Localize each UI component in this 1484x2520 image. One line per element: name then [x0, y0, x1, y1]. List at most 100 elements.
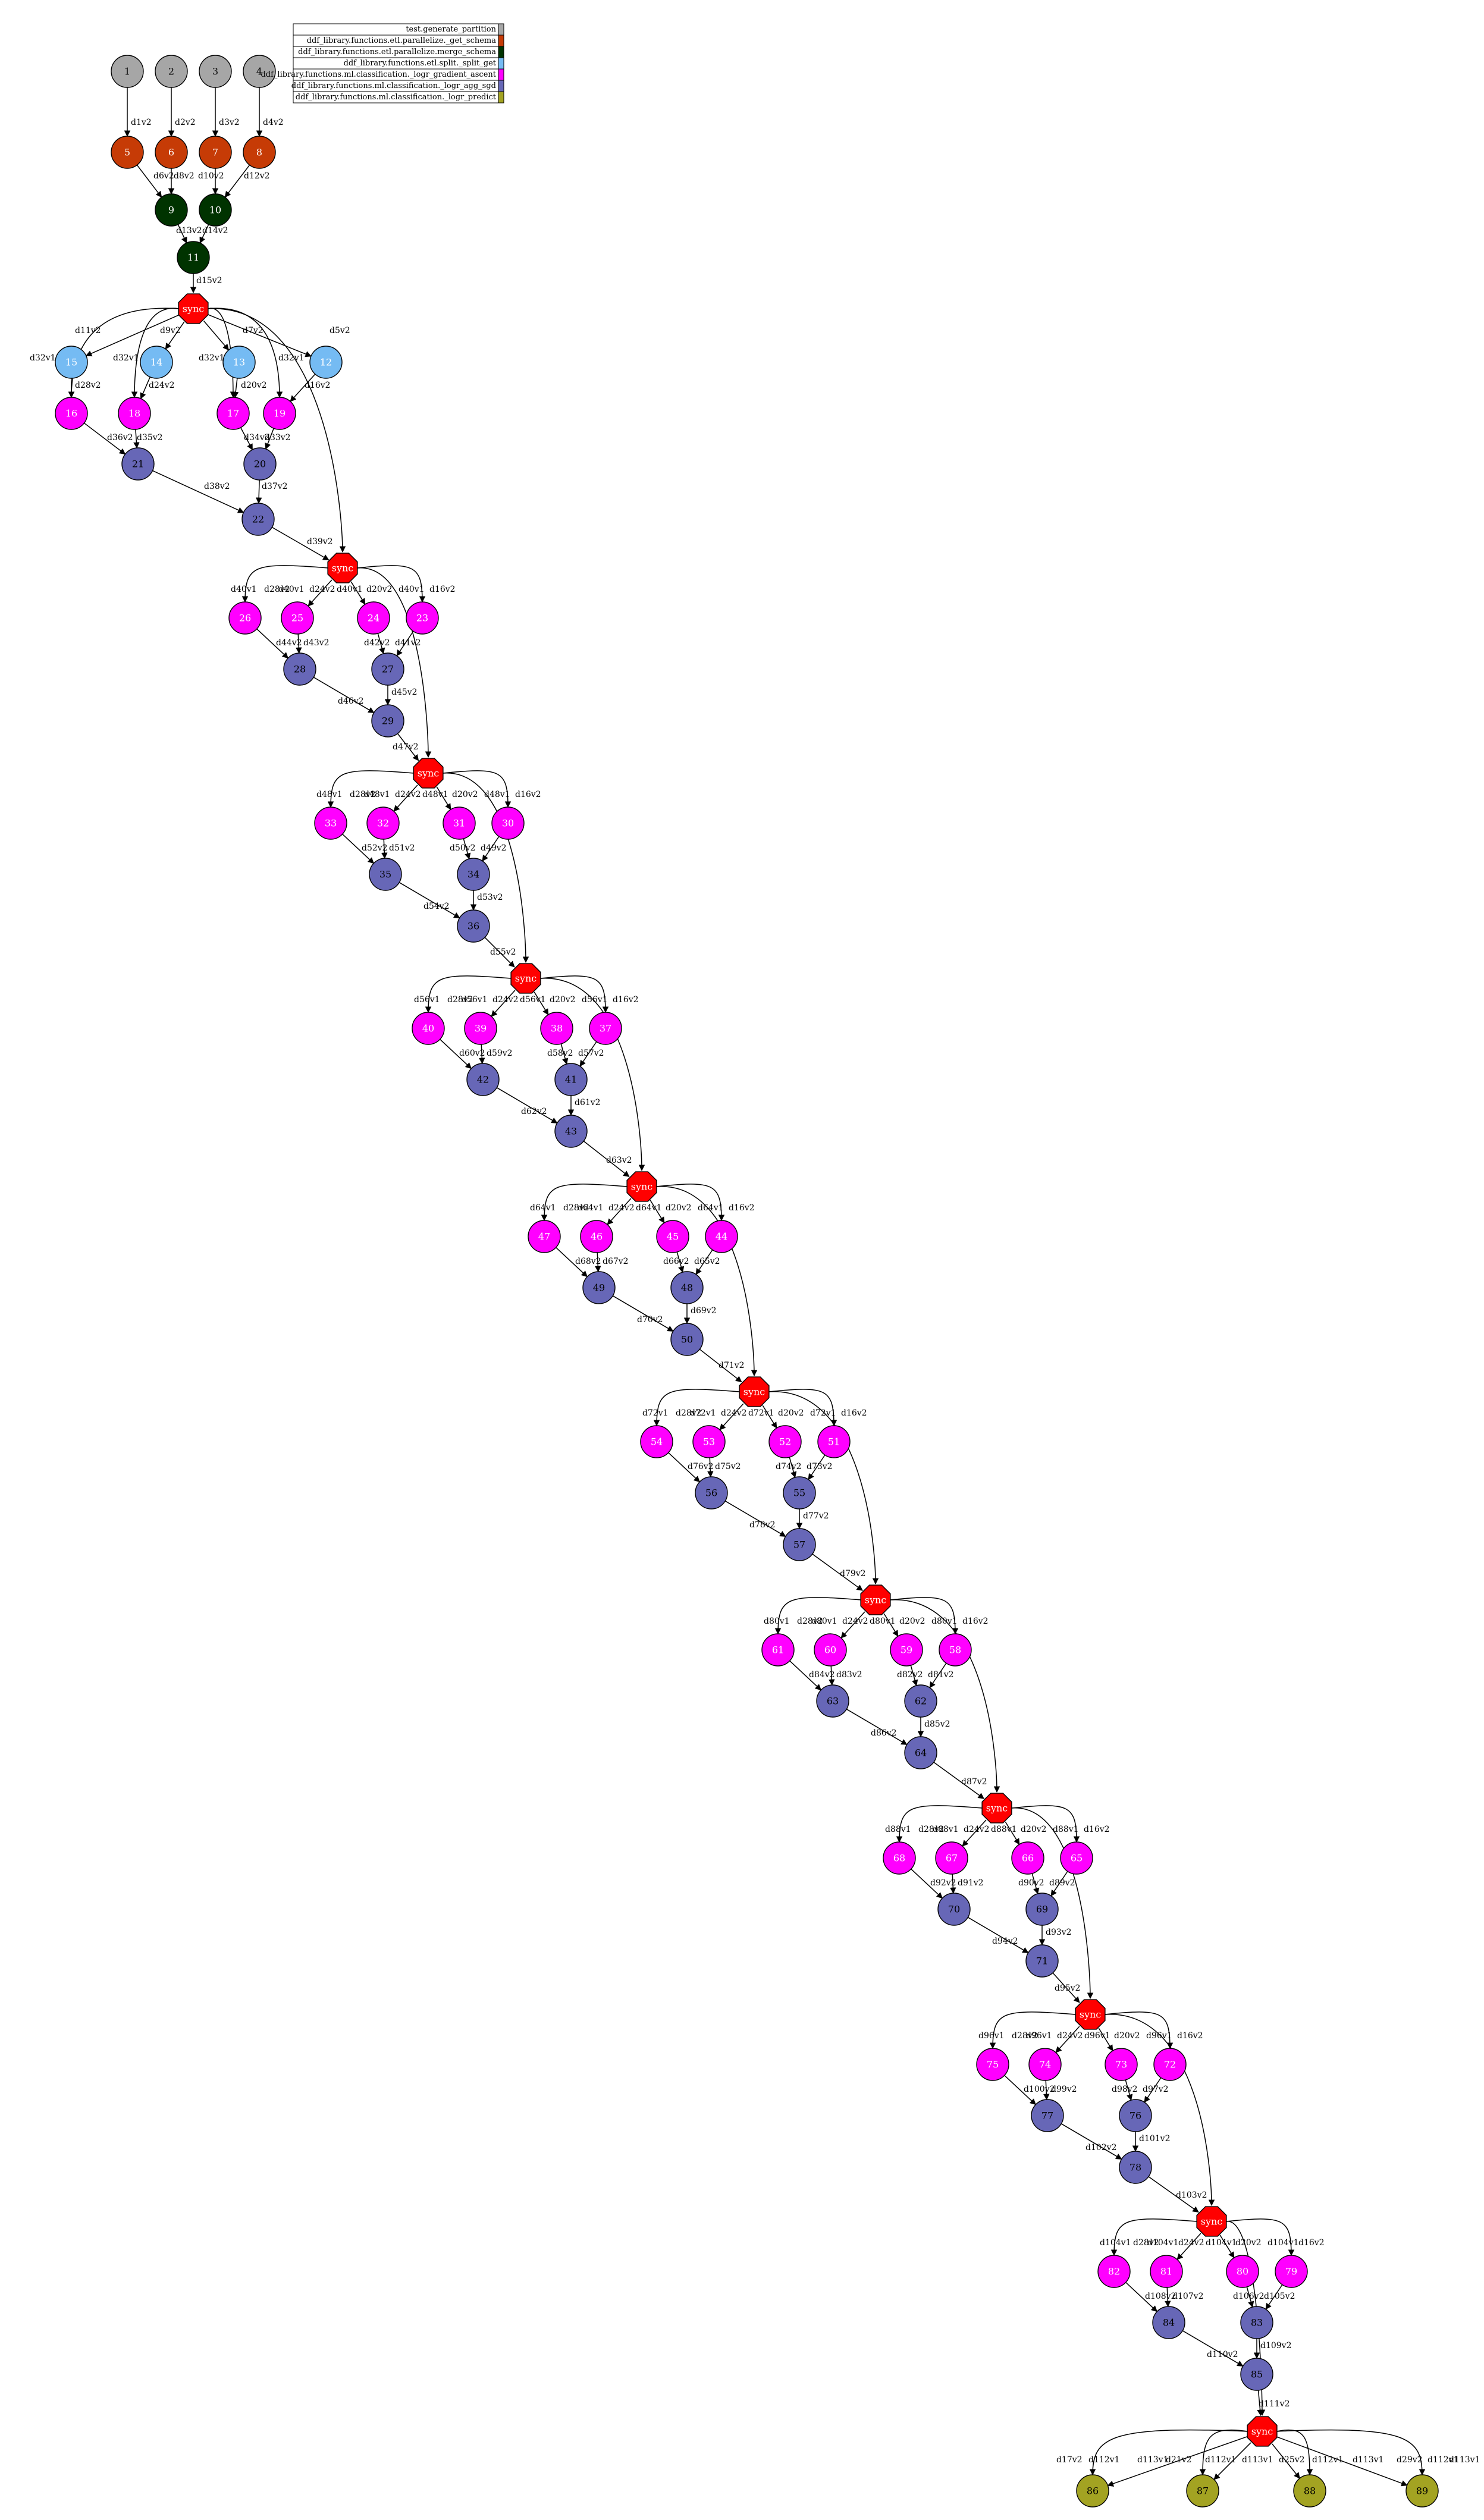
edge-label: d51v2 — [389, 843, 415, 853]
edge-label: d72v1 — [642, 1408, 669, 1418]
node-circle — [580, 1220, 613, 1253]
edge — [208, 314, 312, 357]
edge — [1004, 2075, 1037, 2105]
edge — [989, 2011, 1076, 2050]
edge — [1144, 2077, 1162, 2103]
edge — [1276, 2429, 1313, 2476]
legend-swatch — [498, 91, 504, 103]
edge — [967, 1917, 1029, 1953]
node-circle — [1011, 1841, 1044, 1875]
node-circle — [55, 346, 88, 379]
edge-label: d8v2 — [174, 171, 194, 181]
edge-label: d80v1 — [870, 1617, 896, 1626]
node-number: 15 — [65, 357, 77, 368]
edge-label: d52v2 — [362, 843, 388, 853]
edge — [203, 321, 230, 351]
edge — [650, 1200, 665, 1223]
edge — [1276, 2429, 1426, 2476]
sync-octagon — [413, 758, 444, 789]
node-circle — [199, 55, 232, 88]
edge — [224, 165, 250, 198]
node-number: 14 — [150, 357, 162, 368]
node-circle — [243, 136, 276, 169]
edge — [208, 308, 346, 553]
edge-label: d4v2 — [263, 118, 284, 127]
node-number: 71 — [1036, 1956, 1048, 1967]
node-circle — [1060, 1841, 1093, 1875]
edge-label: d41v2 — [395, 638, 421, 648]
edge-label: d64v1 — [698, 1203, 724, 1213]
edge — [397, 733, 419, 761]
edge-label: d86v2 — [871, 1728, 897, 1738]
edge — [133, 429, 140, 449]
edge-label: d101v2 — [1139, 2134, 1171, 2144]
sync-label: sync — [986, 1803, 1008, 1814]
edge-label: d54v2 — [423, 902, 450, 911]
node-number: 53 — [703, 1436, 715, 1448]
edge-label: d113v1 — [1449, 2455, 1480, 2465]
edge-label: d90v2 — [1018, 1878, 1044, 1888]
node-number: 89 — [1416, 2486, 1428, 2497]
sync-label: sync — [1201, 2216, 1223, 2227]
node-78: 78 — [1119, 2151, 1152, 2184]
edge-label: d112v1 — [1427, 2455, 1459, 2465]
legend-swatch — [498, 46, 504, 58]
edge — [653, 1389, 740, 1427]
node-circle — [883, 1841, 916, 1875]
node-number: 4 — [256, 66, 262, 77]
sync-label: sync — [1251, 2426, 1273, 2437]
edge-label: d108v2 — [1145, 2292, 1176, 2301]
edge-label: d20v2 — [241, 381, 267, 390]
node-circle — [371, 704, 404, 738]
edge-label: d80v1 — [931, 1617, 958, 1626]
edge — [1061, 2123, 1122, 2160]
node-22: 22 — [241, 503, 275, 536]
node-circle — [369, 858, 402, 891]
node-41: 41 — [554, 1063, 588, 1096]
node-81: 81 — [1150, 2255, 1183, 2288]
edge — [789, 1660, 822, 1691]
edge-label: d10v2 — [198, 171, 224, 181]
edge — [1272, 2443, 1300, 2479]
node-circle — [904, 1736, 937, 1769]
node-6: 6 — [155, 136, 188, 169]
node-number: 66 — [1022, 1853, 1034, 1864]
node-number: 26 — [239, 613, 251, 624]
sync-octagon — [1075, 1999, 1106, 2030]
edge-label: d85v2 — [924, 1719, 950, 1729]
node-circle — [464, 1012, 497, 1045]
edge-label: d78v2 — [749, 1520, 776, 1530]
node-number: 19 — [274, 408, 285, 419]
edge-label: d82v2 — [897, 1670, 923, 1680]
node-50: 50 — [670, 1323, 704, 1356]
node-circle — [814, 1633, 847, 1667]
node-35: 35 — [369, 858, 402, 891]
node-number: 82 — [1108, 2266, 1120, 2277]
node-number: 84 — [1163, 2317, 1175, 2328]
edge-label: d28v2 — [676, 1408, 702, 1418]
edge-label: d77v2 — [803, 1511, 829, 1521]
sync-octagon — [860, 1584, 891, 1615]
edge-label: d71v2 — [719, 1361, 745, 1370]
edge — [1110, 2218, 1197, 2257]
node-number: 12 — [320, 357, 332, 368]
edge-label: d59v2 — [487, 1049, 513, 1058]
edge-label: d84v2 — [809, 1670, 835, 1680]
edge — [768, 1389, 837, 1427]
node-12: 12 — [309, 346, 343, 379]
edge-label: d24v2 — [492, 995, 519, 1005]
sync-octagon — [178, 293, 209, 324]
edge-label: d20v2 — [666, 1203, 692, 1213]
edge — [1277, 2436, 1408, 2487]
node-circle — [816, 1684, 849, 1718]
node-circle — [314, 806, 347, 840]
node-number: 88 — [1304, 2486, 1316, 2497]
edge-label: d88v1 — [885, 1825, 911, 1834]
edge-label: d65v2 — [694, 1257, 720, 1266]
legend-row: test.generate_partition — [293, 23, 504, 36]
edge — [595, 1252, 601, 1273]
edge — [724, 1501, 786, 1537]
node-number: 46 — [591, 1231, 603, 1242]
node-circle — [111, 55, 144, 88]
